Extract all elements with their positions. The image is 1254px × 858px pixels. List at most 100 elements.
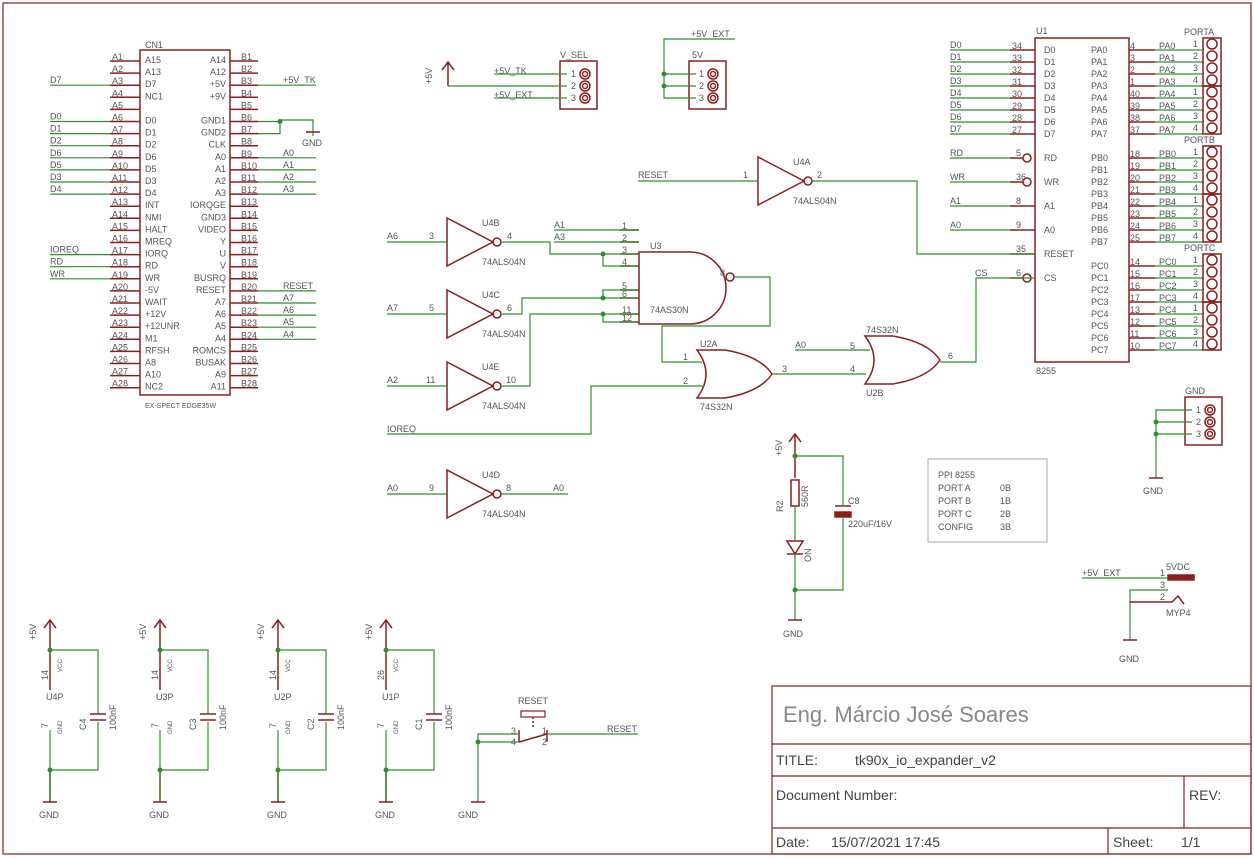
edge-pin-left: A12 (112, 185, 128, 195)
u1-pin-num: 32 (1012, 65, 1022, 75)
pa-pin-name: PA3 (1091, 81, 1107, 91)
pa-pin-name: PA6 (1091, 117, 1107, 127)
edge-sig-right: BUSRQ (194, 273, 226, 283)
pc-net: PC2 (1159, 281, 1177, 291)
u1-data-net: D0 (950, 40, 962, 50)
dcjack-pin2: 2 (1160, 592, 1165, 602)
port-pin-num: 2 (1193, 267, 1198, 277)
edge-pin-left: A22 (112, 306, 128, 316)
pa-pin-num: 4 (1130, 41, 1135, 51)
u1-ctrl-net: WR (950, 172, 965, 182)
u3-pin-num: 6 (622, 289, 627, 299)
edge-sig-right: A6 (215, 309, 226, 319)
edge-sig-left: +12UNR (145, 321, 180, 331)
edge-sig-left: WR (145, 273, 160, 283)
edge-pin-left: A13 (112, 197, 128, 207)
edge-sig-right: A14 (210, 55, 226, 65)
decoup-gnd-lbl: GND (168, 720, 174, 734)
edge-pin-right: B14 (241, 209, 257, 219)
led-supply: +5V (774, 440, 784, 456)
edge-sig-left: +12V (145, 309, 166, 319)
pc-pin-name: PC1 (1091, 273, 1109, 283)
u3-pin-num: 12 (622, 313, 632, 323)
pc-pin-num: 11 (1130, 329, 1139, 339)
u4e-part: 74ALS04N (482, 401, 526, 411)
edge-pin-right: B15 (241, 221, 257, 231)
pb-net: PB5 (1159, 209, 1176, 219)
u1-ctrl-name: RESET (1044, 249, 1075, 259)
edge-pin-left: A11 (112, 173, 127, 183)
edge-sig-left: D6 (145, 152, 157, 162)
decoup-vcc-pin: 14 (40, 670, 50, 680)
pa-net: PA5 (1159, 101, 1175, 111)
u1-ctrl-num: 6 (1016, 268, 1021, 278)
decoup-gnd-lbl: GND (286, 720, 292, 734)
decoup-vcc-pin: 26 (376, 670, 386, 680)
edge-net-left: D4 (50, 184, 62, 194)
u1-data-net: D7 (950, 124, 962, 134)
edge-pin-left: A16 (112, 234, 128, 244)
u2b-pin5: 5 (850, 341, 855, 351)
u2b-pin4: 4 (850, 364, 855, 374)
edge-sig-right: RESET (196, 285, 227, 295)
vsel-supply: +5V (424, 68, 434, 84)
edge-pin-left: A3 (112, 76, 123, 86)
edge-pin-right: B28 (241, 379, 257, 389)
u1-ctrl-name: A0 (1044, 225, 1055, 235)
edge-net-right: A1 (283, 160, 294, 170)
port-pin-num: 3 (1193, 327, 1198, 337)
pc-net: PC4 (1159, 305, 1177, 315)
info-row-label: CONFIG (938, 522, 973, 532)
header-pin-num: 2 (571, 81, 576, 91)
port-pin-num: 4 (1193, 123, 1198, 133)
edge-sig-right: GND1 (201, 116, 226, 126)
u1-pin-name: D6 (1044, 117, 1056, 127)
edge-net-left: WR (50, 269, 65, 279)
pa-pin-num: 37 (1130, 125, 1140, 135)
u4a-in-pin: 1 (743, 170, 748, 180)
port-pin-num: 3 (1193, 279, 1198, 289)
sheet-label: Sheet: (1113, 834, 1153, 850)
u1-ctrl-name: A1 (1044, 201, 1055, 211)
edge-pin-right: B17 (241, 246, 257, 256)
decoup-c-name: C4 (78, 718, 88, 730)
decoup-vcc-pin: 14 (268, 670, 278, 680)
pc-net: PC3 (1159, 293, 1177, 303)
u1-ctrl-num: 36 (1016, 172, 1026, 182)
decoup-u-name: U2P (274, 692, 292, 702)
edge-pin-left: A6 (112, 113, 123, 123)
u1-pin-name: D4 (1044, 93, 1056, 103)
edge-net-left: RD (50, 257, 63, 267)
u1-pin-num: 34 (1012, 41, 1022, 51)
header-pin-num: 3 (699, 93, 704, 103)
edge-sig-left: A15 (145, 55, 161, 65)
decoup-c-value: 100nF (336, 704, 346, 730)
u4b-out-pin: 4 (507, 231, 512, 241)
c8-name: C8 (848, 496, 860, 506)
port-pin-num: 1 (1193, 147, 1198, 157)
edge-pin-left: A20 (112, 282, 128, 292)
pa-net: PA2 (1159, 65, 1175, 75)
u4d-inverter: A0 9 8 A0 U4D 74ALS04N (387, 468, 568, 520)
edge-connector-body (139, 49, 231, 396)
u1-pin-name: D1 (1044, 57, 1056, 67)
edge-net-left: D7 (50, 75, 62, 85)
u1-ctrl-name: RD (1044, 153, 1057, 163)
title-block: Eng. Márcio José Soares TITLE: tk90x_io_… (771, 685, 1252, 855)
u1-ctrl-num: 9 (1016, 220, 1021, 230)
r2-value: 560R (800, 485, 810, 507)
info-row-value: 1B (1000, 496, 1011, 506)
pc-pin-num: 16 (1130, 281, 1140, 291)
port-pin-num: 2 (1193, 207, 1198, 217)
u1-ctrl-name: WR (1044, 177, 1059, 187)
decoup-gnd: GND (39, 810, 60, 820)
decoup-vcc: VCC (394, 659, 400, 672)
edge-sig-right: V (220, 261, 226, 271)
pb-pin-num: 20 (1130, 173, 1140, 183)
u3-pin-num: 11 (622, 305, 631, 315)
edge-net-left: D6 (50, 148, 62, 158)
u4c-out-pin: 6 (507, 303, 512, 313)
pb-pin-num: 25 (1130, 233, 1140, 243)
edge-sig-left: HALT (145, 224, 168, 234)
